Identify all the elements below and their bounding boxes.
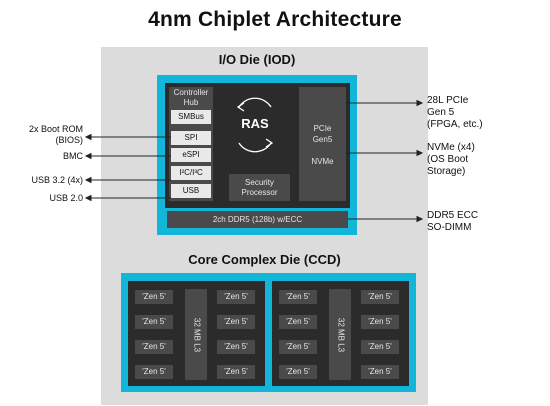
zen5-core: 'Zen 5' [135, 315, 173, 329]
zen5-core: 'Zen 5' [217, 290, 255, 304]
zen5-core: 'Zen 5' [279, 290, 317, 304]
iod-label: I/O Die (IOD) [218, 52, 296, 67]
ddr5-controller: 2ch DDR5 (128b) w/ECC [167, 211, 348, 228]
i2c-i3c-block: I²C/I³C [171, 166, 211, 180]
usb32-label: USB 3.2 (4x) [31, 175, 83, 185]
zen5-core: 'Zen 5' [217, 340, 255, 354]
zen5-core: 'Zen 5' [279, 340, 317, 354]
boot-rom-label: 2x Boot ROM(BIOS) [28, 124, 83, 145]
zen5-core: 'Zen 5' [217, 365, 255, 379]
zen5-core: 'Zen 5' [361, 315, 399, 329]
spi-block: SPI [171, 131, 211, 145]
l3-cache: 32 MB L3 [329, 289, 351, 380]
l3-cache-label: 32 MB L3 [336, 317, 345, 352]
zen5-core: 'Zen 5' [135, 365, 173, 379]
bmc-label: BMC [63, 151, 83, 161]
zen5-core: 'Zen 5' [361, 340, 399, 354]
zen5-core: 'Zen 5' [361, 365, 399, 379]
smbus-block: SMBus [171, 110, 211, 124]
zen5-core: 'Zen 5' [217, 315, 255, 329]
l3-cache: 32 MB L3 [185, 289, 207, 380]
zen5-core: 'Zen 5' [279, 365, 317, 379]
ras-label: RAS [241, 116, 269, 131]
ccd-label: Core Complex Die (CCD) [188, 252, 341, 267]
zen5-core: 'Zen 5' [135, 290, 173, 304]
zen5-core: 'Zen 5' [135, 340, 173, 354]
page-title: 4nm Chiplet Architecture [148, 8, 402, 31]
zen5-core: 'Zen 5' [279, 315, 317, 329]
l3-cache-label: 32 MB L3 [192, 317, 201, 352]
usb-block: USB [171, 184, 211, 198]
usb20-label: USB 2.0 [49, 193, 83, 203]
espi-block: eSPI [171, 148, 211, 162]
ras-cycle-icon [236, 97, 274, 153]
zen5-core: 'Zen 5' [361, 290, 399, 304]
